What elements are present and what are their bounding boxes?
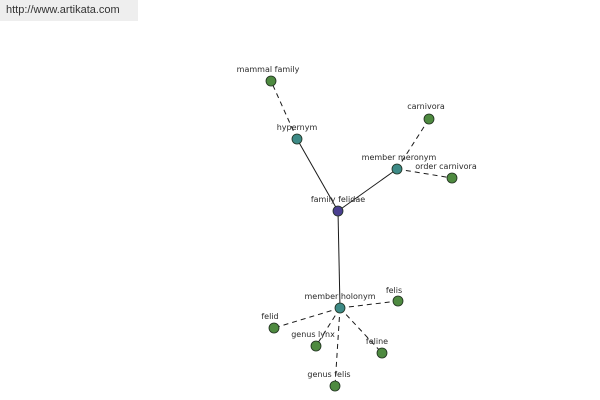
edge-member-holonym-to-genus-lynx [315,307,341,347]
leaf-label-felis: felis [386,286,402,295]
edge-member-meronym-to-carnivora [396,118,430,170]
relation-node-member-holonym[interactable] [334,302,346,314]
leaf-node-feline[interactable] [376,347,388,359]
leaf-node-genus-felis[interactable] [329,380,341,392]
leaf-label-feline: feline [366,337,388,346]
root-node-family-felidae[interactable] [332,205,344,217]
labels-layer: mammal family carnivora order carnivora fel… [237,65,477,379]
relation-label-hypernym: hypernym [277,123,318,132]
leaf-node-carnivora[interactable] [423,113,435,125]
relation-node-member-meronym[interactable] [391,163,403,175]
leaf-node-genus-lynx[interactable] [310,340,322,352]
edge-member-meronym-to-order-carnivora [396,168,453,179]
leaf-label-carnivora: carnivora [407,102,445,111]
leaf-label-mammal-family: mammal family [237,65,300,74]
edge-member-holonym-to-genus-felis [334,307,341,387]
relation-node-hypernym[interactable] [291,133,303,145]
leaf-node-felid[interactable] [268,322,280,334]
edge-member-holonym-to-felid [273,307,341,329]
relation-label-member-holonym: member holonym [304,292,375,301]
relation-label-member-meronym: member meronym [362,153,437,162]
edges-layer [270,80,453,387]
leaf-node-order-carnivora[interactable] [446,172,458,184]
nodes-layer [265,75,458,392]
leaf-node-felis[interactable] [392,295,404,307]
root-label-family-felidae: family felidae [311,195,365,204]
leaf-label-genus-felis: genus felis [307,370,350,379]
edge-root-to-member-meronym [337,168,398,212]
edge-hypernym-to-mammal-family [270,80,298,140]
leaf-label-felid: felid [261,312,278,321]
leaf-node-mammal-family[interactable] [265,75,277,87]
edge-member-holonym-to-felis [339,300,399,309]
leaf-label-genus-lynx: genus lynx [291,330,335,339]
leaf-label-order-carnivora: order carnivora [415,162,477,171]
watermark-url: http://www.artikata.com [0,0,138,21]
edge-root-to-hypernym [296,138,339,212]
edge-member-holonym-to-feline [339,307,383,354]
edge-root-to-member-holonym [337,210,341,309]
